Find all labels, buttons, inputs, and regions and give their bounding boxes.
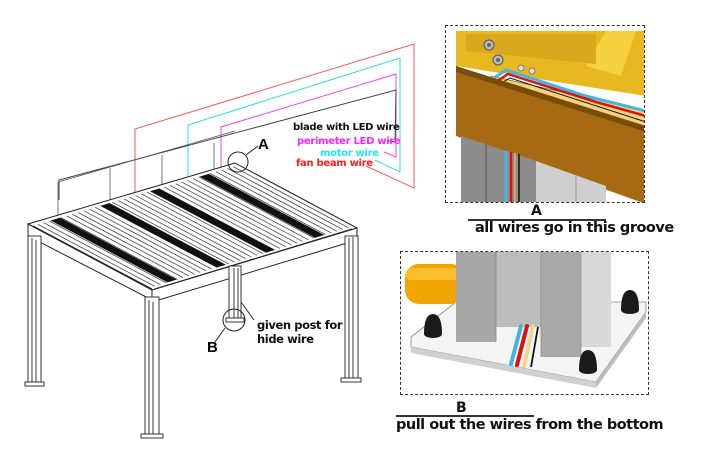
callout-a-circle <box>227 151 249 173</box>
callout-b-circle <box>222 308 246 332</box>
post-front-left <box>144 296 160 438</box>
detail-a-caption: all wires go in this groove <box>475 220 674 236</box>
louver-line <box>43 222 161 285</box>
louver-line <box>83 210 201 273</box>
detail-a-letter: A <box>531 203 542 219</box>
fan-beam-wire-route <box>134 43 415 200</box>
detail-b-image <box>405 252 647 388</box>
louver-line <box>169 185 286 247</box>
louver-line <box>60 217 178 280</box>
louver-line <box>221 169 338 232</box>
louver-line <box>112 201 229 265</box>
louver-line <box>129 196 246 260</box>
post-back-left <box>27 235 42 387</box>
back-panel <box>57 130 236 218</box>
louver-line <box>233 166 349 229</box>
perimeter-led-wire-route <box>220 73 397 172</box>
louver-line <box>135 195 252 258</box>
detail-b-letter: B <box>456 400 467 416</box>
louver-line <box>227 168 343 230</box>
wire-label-perimeter-led: perimeter LED wire <box>297 136 401 147</box>
louver-line <box>37 223 155 287</box>
callout-b-label: B <box>207 339 218 356</box>
led-blade <box>199 173 325 238</box>
louver-line <box>198 176 315 239</box>
louver-line <box>164 186 281 249</box>
louver-line <box>146 191 264 254</box>
louver-line <box>77 212 195 275</box>
detail-b-box <box>400 251 649 395</box>
led-blade <box>100 203 226 268</box>
detail-a-rule <box>468 219 606 221</box>
led-blade <box>50 217 177 283</box>
posts <box>24 235 362 439</box>
louver-line <box>118 200 235 263</box>
post-front-right <box>344 235 359 382</box>
detail-b-rule <box>396 415 534 417</box>
louver-line <box>210 173 326 235</box>
louver-line <box>95 207 212 270</box>
louver-line <box>187 179 303 242</box>
detail-a-box <box>445 25 645 203</box>
led-blade <box>149 188 276 253</box>
detail-a-image <box>456 31 644 202</box>
post-note-line-1: given post for <box>257 318 343 332</box>
louver-line <box>192 178 309 241</box>
callout-markers <box>214 145 259 343</box>
louver-line <box>49 220 167 284</box>
post-back-right <box>228 265 242 322</box>
wire-routes <box>58 43 415 200</box>
louver-line <box>215 171 332 234</box>
led-blades <box>50 173 325 283</box>
louver-line <box>141 193 258 256</box>
louver-line <box>175 183 292 246</box>
louver-line <box>72 213 190 277</box>
wire-label-motor: motor wire <box>320 148 379 159</box>
wire-label-fan-beam: fan beam wire <box>296 158 373 169</box>
motor-wire-route <box>187 57 401 182</box>
detail-b-caption: pull out the wires from the bottom <box>396 417 664 433</box>
louver-line <box>66 215 184 278</box>
blade-led-wire-route <box>58 89 397 200</box>
post-note: given post for hide wire <box>257 318 343 346</box>
wire-label-blade-led: blade with LED wire <box>293 122 400 133</box>
acorn-nut <box>424 290 639 374</box>
louver-line <box>89 208 207 272</box>
louver-line <box>181 181 298 244</box>
callout-a-label: A <box>258 136 269 153</box>
louver-line <box>123 198 241 261</box>
post-note-line-2: hide wire <box>257 332 314 346</box>
